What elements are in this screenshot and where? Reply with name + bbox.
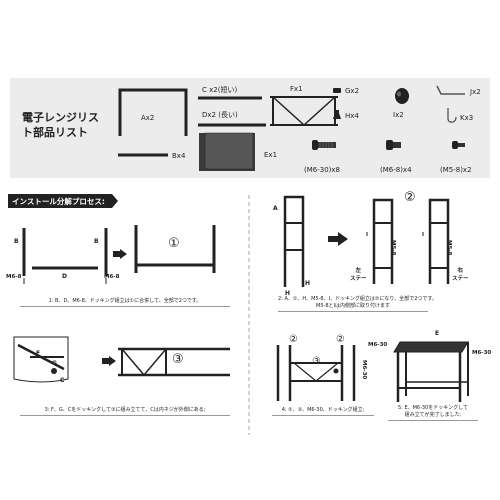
part-k-hook-icon	[447, 108, 457, 123]
step1-caption: 1: B、D、M6-8、ドッキング組立は①に合併して、全部で2つです。	[20, 297, 230, 307]
step3-g-label: G	[52, 360, 57, 367]
step1-arrow-icon	[113, 249, 127, 259]
step1-m68-left-label: M6-8	[6, 274, 22, 280]
part-g-label: Gx2	[345, 87, 360, 95]
step2-left-stay-line1: 左	[355, 268, 362, 274]
install-header-title: インストール分解プロセス:	[12, 197, 105, 206]
part-h-label: Hx4	[345, 112, 359, 120]
step4-number-1: ②	[289, 334, 298, 345]
step2-a-frame	[283, 195, 305, 287]
step2-h-label: H	[305, 280, 311, 287]
step5-m6-30-left-label: M6-30	[368, 342, 388, 348]
step2-left-stay	[372, 198, 394, 284]
step2-caption: 2: A、①、H、M5-8、I、ドッキング組立は②になり、全部で2つです。 M5…	[278, 295, 437, 312]
step5-e-label: E	[435, 330, 440, 337]
step2-left-stay-label: 左 ステー	[350, 266, 367, 282]
step2-right-stay-line2: ステー	[452, 276, 469, 282]
part-h-foot-icon	[333, 110, 341, 119]
step2-arrow-icon	[328, 232, 348, 246]
step2-i-right-label: I	[422, 232, 425, 238]
step2-left-stay-line2: ステー	[350, 276, 367, 282]
step5-caption-line2: 組み立てが完了しました;	[404, 412, 462, 418]
part-j-label: Jx2	[470, 88, 481, 96]
step2-number: ②	[404, 190, 416, 205]
screw-m6-8-icon	[386, 140, 401, 150]
step4-number-3: ③	[312, 356, 321, 367]
part-c-bar	[198, 96, 262, 100]
step2-a-label: A	[273, 205, 278, 212]
parts-list-title: 電子レンジリス ト部品リスト	[22, 110, 99, 140]
screw-m5-8-icon	[452, 141, 465, 149]
step1-assembly	[134, 225, 216, 273]
step3-arrow-icon	[102, 356, 116, 366]
step2-caption-line2: M5-8とIは内側部に取り付けます	[316, 303, 390, 309]
step1-b-bars	[22, 228, 108, 284]
step5-rack	[393, 341, 469, 402]
part-g-nut-icon	[333, 88, 341, 93]
step2-right-stay-line1: 右	[457, 268, 464, 274]
part-i-cap-icon	[395, 88, 409, 104]
part-a-frame	[118, 88, 188, 136]
part-j-hexkey-icon	[436, 85, 465, 95]
step3-caption: 3: F、G、Cをドッキングして③に組み立てて、Cは内ネジが外側にある;	[20, 406, 230, 416]
step1-b-right-label: B	[94, 238, 99, 245]
step2-caption-line1: 2: A、①、H、M5-8、I、ドッキング組立は②になり、全部で2つです。	[278, 296, 437, 302]
part-b-label: Bx4	[172, 152, 186, 160]
step5-caption: 5: E、M6-30をドッキングして 組み立てが完了しました;	[388, 404, 478, 421]
parts-title-line1: 電子レンジリス	[22, 111, 99, 124]
parts-title-line2: ト部品リスト	[22, 126, 88, 139]
step3-truss-assembly	[118, 347, 230, 377]
step2-i-left-label: I	[366, 232, 369, 238]
part-d-bar	[198, 123, 266, 127]
part-b-bar	[118, 153, 168, 157]
step3-f-label: F	[36, 350, 41, 357]
part-e-label: Ex1	[264, 151, 278, 159]
part-f-label: Fx1	[290, 85, 303, 93]
step2-h2-label: H	[285, 290, 291, 297]
step1-b-left-label: B	[14, 238, 19, 245]
step3-c-label: C	[60, 377, 65, 384]
step5-m6-30-right-label: M6-30	[472, 350, 492, 356]
install-header-banner	[8, 194, 118, 208]
part-k-label: Kx3	[460, 114, 474, 122]
step3-detail-circle	[13, 336, 69, 383]
part-c-label: C x2(短い)	[202, 86, 238, 94]
part-e-panel	[199, 132, 255, 171]
step4-m6-30-label: M6-30	[361, 360, 367, 380]
part-f-truss	[270, 96, 338, 127]
part-d-label: Dx2 (長い)	[202, 111, 238, 119]
section-divider	[248, 195, 250, 435]
step2-right-stay	[428, 198, 450, 284]
part-i-label: Ix2	[393, 111, 404, 119]
step5-caption-line1: 5: E、M6-30をドッキングして	[398, 405, 468, 411]
screw-m6-8-label: (M6-8)x4	[380, 166, 412, 174]
step3-number: ③	[172, 352, 184, 367]
step4-number-2: ②	[336, 334, 345, 345]
step4-assembly	[276, 345, 356, 401]
step2-m58-left-label: M5-8	[390, 240, 396, 256]
step1-number: ①	[168, 236, 180, 251]
step4-caption: 4: ②、③、M6-30、ドッキング組立;	[272, 406, 374, 416]
step1-d-label: D	[62, 273, 67, 280]
screw-m6-30-label: (M6-30)x8	[304, 166, 340, 174]
step2-right-stay-label: 右 ステー	[452, 266, 469, 282]
part-a-label: Ax2	[141, 114, 155, 122]
screw-m5-8-label: (M5-8)x2	[440, 166, 472, 174]
screw-m6-30-icon	[312, 140, 336, 150]
step1-m68-right-label: M6-8	[104, 274, 120, 280]
step2-m58-right-label: M5-8	[446, 240, 452, 256]
